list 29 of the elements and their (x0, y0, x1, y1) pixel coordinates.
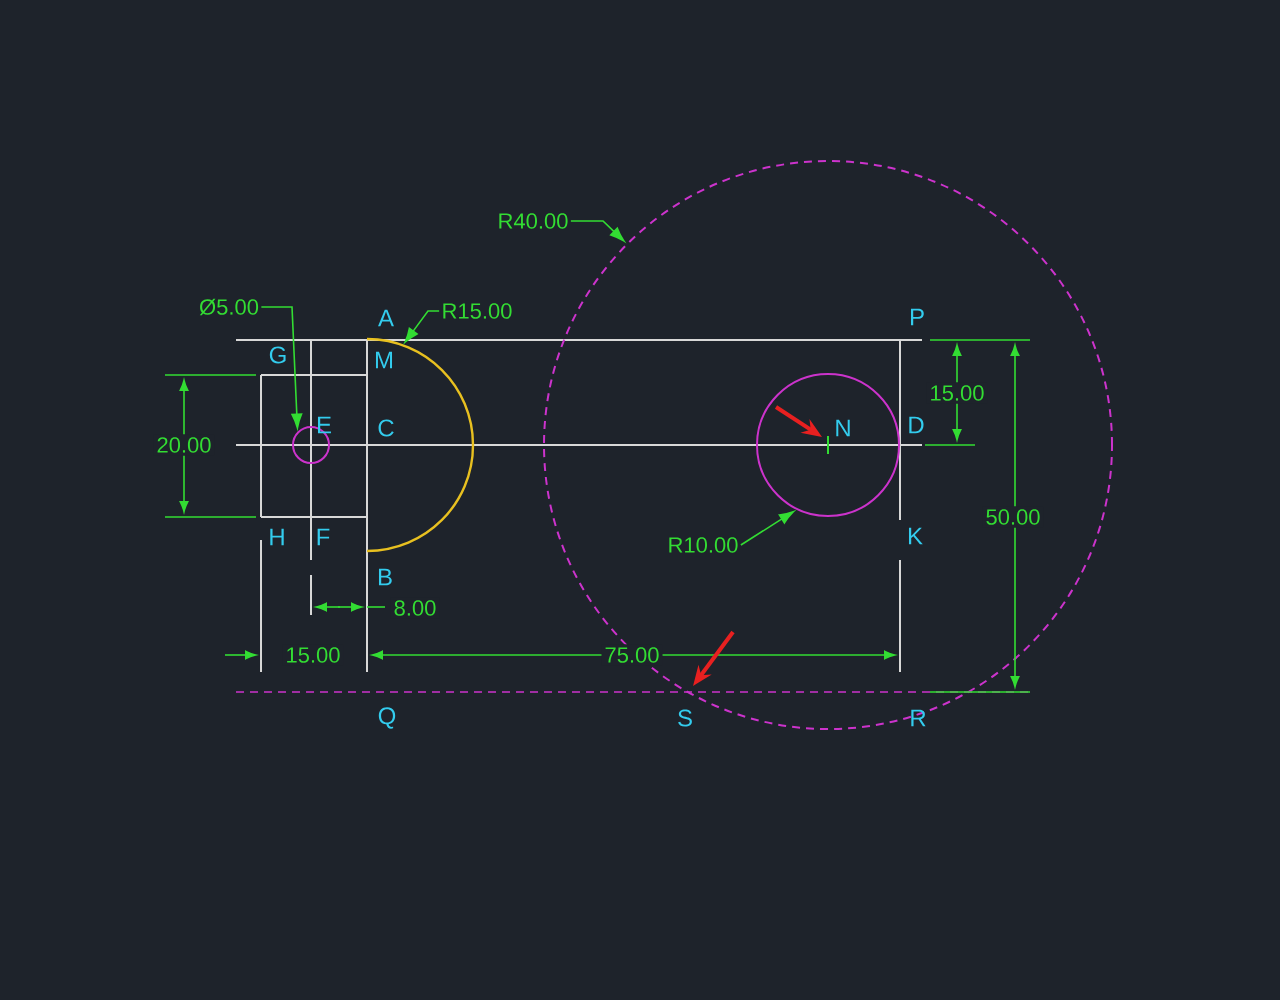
point-label: G (269, 346, 286, 364)
point-label: A (378, 309, 394, 327)
point-label: Q (378, 707, 396, 729)
dimension-text: 20.00 (153, 434, 215, 456)
leader-line (740, 510, 795, 546)
point-label: K (909, 527, 923, 545)
dimension-text: R40.00 (499, 213, 568, 229)
point-label: H (270, 528, 284, 546)
leader-line (570, 220, 625, 242)
arc (366, 337, 475, 553)
dimension-text: 75.00 (601, 644, 663, 666)
circle (756, 373, 900, 517)
point-label: N (836, 419, 850, 437)
point-label: S (678, 709, 692, 727)
point-label: F (317, 528, 330, 546)
point-label: C (378, 419, 394, 437)
dimension-text: 15.00 (926, 382, 988, 404)
point-label: E (318, 416, 331, 434)
point-label: P (911, 308, 924, 326)
leader-line (260, 306, 303, 429)
leader-line (404, 310, 440, 343)
dimension-text: 8.00 (390, 597, 440, 619)
point-label: M (376, 351, 392, 369)
dimension-text: 50.00 (982, 506, 1044, 528)
point-label: R (911, 709, 926, 727)
dimension-text: Ø5.00 (199, 298, 259, 316)
dimension-text: R10.00 (669, 537, 738, 553)
dimension-text: R15.00 (443, 303, 512, 319)
dimension-text: 15.00 (282, 644, 344, 666)
